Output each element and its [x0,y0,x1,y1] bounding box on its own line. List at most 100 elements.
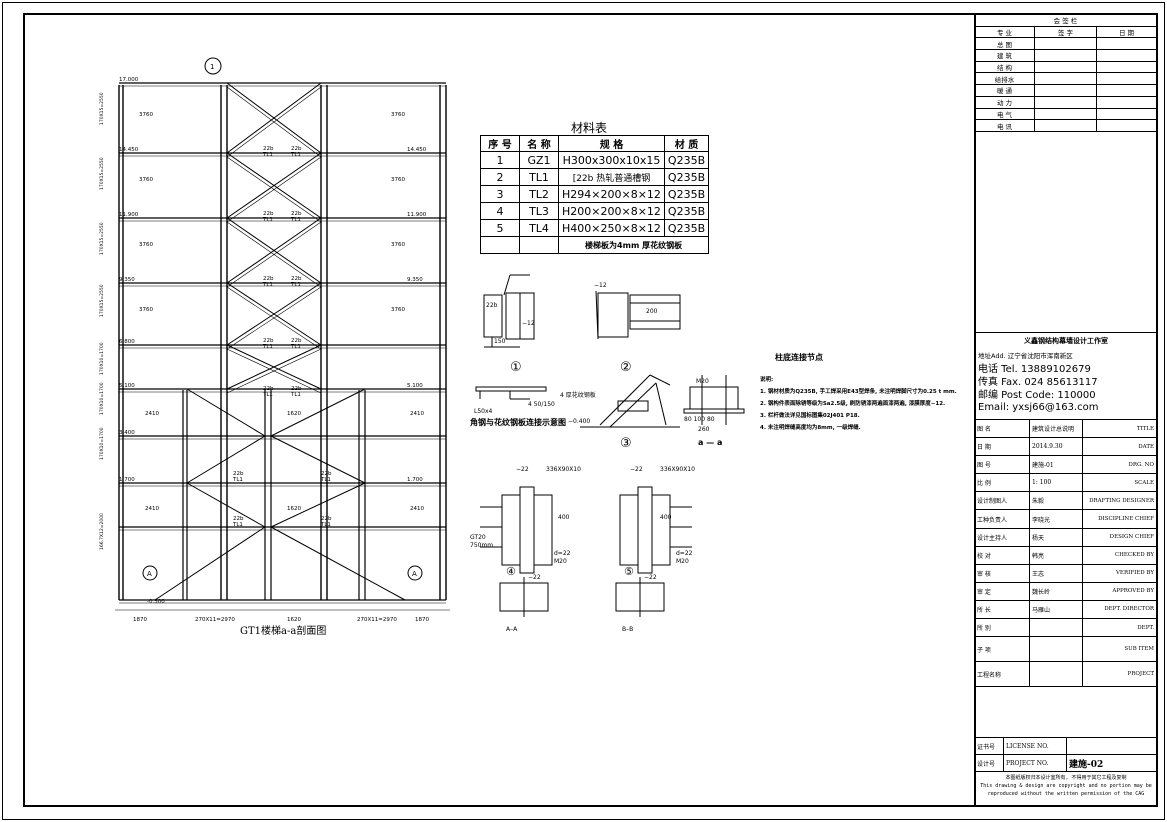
sign-field[interactable] [1034,49,1097,62]
member-22b-label: 22b [321,516,332,522]
note-item: 3. 栏杆做法详见国标图集02J401 P18. [760,413,860,419]
sign-field[interactable] [1034,119,1097,132]
span-label: 3760 [391,307,405,313]
stair-flight [226,217,322,284]
notes-block: 柱底连接节点 说明: 1. 钢材材质为Q235B, 手工焊采用E43型焊条, 未… [760,353,970,434]
header-cell: 序 号 [480,135,520,152]
date-field[interactable] [1096,119,1157,132]
stair-flight [226,86,322,158]
sign-field[interactable] [1034,95,1097,109]
table-cell: H300x300x10x15 [558,151,665,169]
table-cell: GZ1 [519,151,559,169]
date-field[interactable] [1096,95,1157,109]
info-value: 建筑设计总说明 [1029,418,1083,439]
axis-a-label: A [147,570,152,578]
table-row: 楼梯板为4mm 厚花纹钢板 [480,236,710,254]
sign-field[interactable] [1034,107,1097,121]
sign-field[interactable] [1034,72,1097,86]
axis-bubble [204,57,222,75]
member-22b-label: 22b [233,516,244,522]
member-tl1-label: TL1 [290,392,301,398]
stair-flight [186,482,266,528]
d4-d22: d=22 [554,550,571,557]
dim-label: 1870 [415,617,429,623]
d5-minus22: −22 [630,466,643,473]
dim-label: 2410 [410,506,424,512]
sign-field[interactable] [1034,37,1097,51]
level-minus0400: −0.400 [568,418,590,425]
table-cell: 3 [480,185,520,203]
span-label: 3760 [139,112,153,118]
dim-label: 2410 [145,506,159,512]
date-field[interactable] [1096,49,1157,62]
label-minus12b: −12 [594,282,607,289]
dim-label: 270X11=2970 [357,617,397,623]
detail-4-drawing [480,486,553,617]
date-field[interactable] [1096,107,1157,121]
table-cell: [22b 热轧普通槽钢 [558,168,665,186]
level-label: -0.300 [147,599,165,605]
info-value: 1: 100 [1029,473,1083,493]
stair-flight [186,388,266,437]
level-label: 9.350 [119,277,135,283]
member-tl1-label: TL1 [290,282,301,288]
span-label: 3760 [391,177,405,183]
copyright-note: 本图纸版权归本设计室所有, 不得用于其它工程及复制 This drawing &… [976,774,1156,798]
notes-head: 说明: [760,377,774,383]
info-label: 比 例 [974,473,1030,493]
member-22b-label: 22b [291,338,302,344]
date-field[interactable] [1096,37,1157,51]
member-22b-label: 22b [291,211,302,217]
detail-4-marker: ④ [506,565,516,578]
level-label-right: 5.100 [407,383,423,389]
d5-m20: M20 [676,558,689,565]
date-field[interactable] [1096,60,1157,74]
info-en: DRG. NO [1082,455,1157,475]
stair-flight [270,388,366,437]
info-en: TITLE [1082,418,1157,439]
sign-field[interactable] [1034,60,1097,74]
info-label: 所 别 [974,618,1030,638]
detail-3-marker: ③ [620,436,632,451]
span-label: 3760 [391,112,405,118]
info-label: 校 对 [974,545,1030,565]
info-value [1029,618,1083,638]
member-tl1-label: TL1 [262,217,273,223]
sign-field[interactable] [1034,84,1097,97]
section-aa-drawing [683,375,745,425]
stair-flight [226,152,322,219]
company-tel: 电话 Tel. 13889102679 [978,364,1091,375]
discipline-cell: 电 气 [974,107,1035,121]
info-value: 马雁山 [1029,599,1083,620]
date-field[interactable] [1096,84,1157,97]
member-22b-label: 22b [321,471,332,477]
countersign-table: 会 签 栏 专 业 签 字 日 期 总 图 建 筑 结 构 给排水 暖 通 动 … [974,14,1157,132]
material-table-title: 材料表 [571,121,608,135]
stair-flight [270,435,366,484]
dim-label: 2410 [410,411,424,417]
discipline-cell: 给排水 [974,72,1035,86]
table-cell: TL1 [519,168,559,186]
table-cell: H294×200×8×12 [558,185,665,203]
info-value: 王志 [1029,563,1083,583]
table-cell: H400×250×8×12 [558,219,665,237]
info-en: CHECKED BY [1082,545,1157,565]
member-22b-label: 22b [291,276,302,282]
member-tl1-label: TL1 [290,217,301,223]
license-label-en: LICENSE NO. [1003,737,1067,755]
date-field[interactable] [1096,72,1157,86]
d4-400: 400 [558,514,570,521]
dim-label: 1620 [287,617,301,623]
axis-bubble-a [142,565,158,581]
info-value: 朱毅 [1029,491,1083,511]
project-label-cn: 设计号 [974,754,1004,772]
elevation-title: GT1楼梯a-a剖面图 [240,626,327,637]
level-label-right: 1.700 [407,477,423,483]
vertical-dim-label: 170X15=2550 [99,157,105,190]
table-cell: 1 [480,151,520,169]
